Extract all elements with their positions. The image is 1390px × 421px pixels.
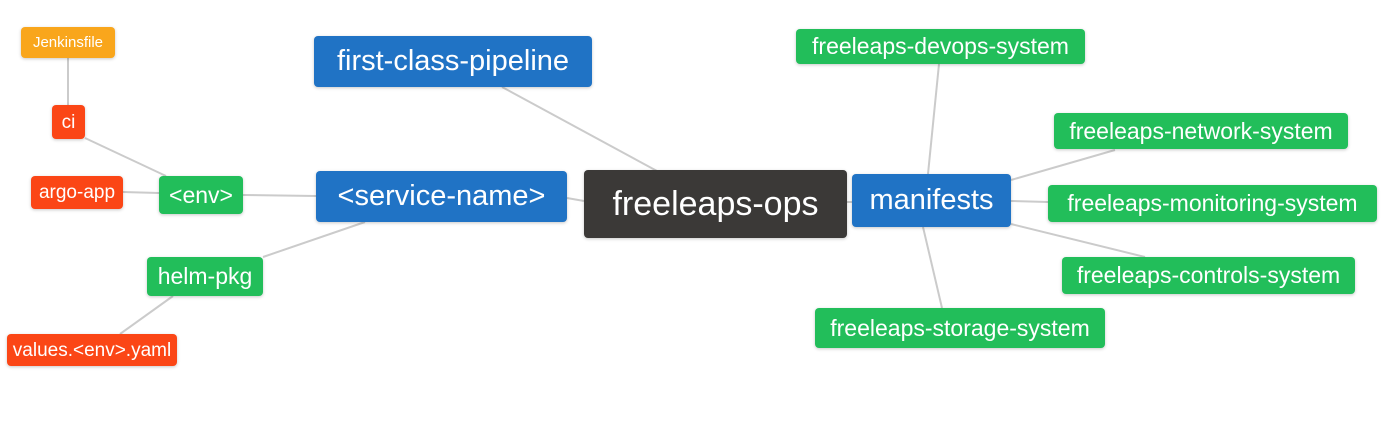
edge-service-name-env <box>242 194 317 197</box>
node-service-name[interactable]: <service-name> <box>316 171 567 222</box>
edge-manifests-network <box>1010 149 1116 181</box>
node-storage-system[interactable]: freeleaps-storage-system <box>815 308 1105 348</box>
edge-manifests-monitoring <box>1010 200 1049 203</box>
node-freeleaps-ops-root[interactable]: freeleaps-ops <box>584 170 847 238</box>
node-values-env-yaml[interactable]: values.<env>.yaml <box>7 334 177 366</box>
edge-manifests-devops <box>927 63 940 175</box>
node-jenkinsfile[interactable]: Jenkinsfile <box>21 27 115 58</box>
edge-env-argo-app <box>122 191 160 194</box>
edge-env-ci <box>84 137 167 177</box>
node-argo-app[interactable]: argo-app <box>31 176 123 209</box>
node-controls-system[interactable]: freeleaps-controls-system <box>1062 257 1355 294</box>
edge-manifests-storage <box>922 226 943 309</box>
node-first-class-pipeline[interactable]: first-class-pipeline <box>314 36 592 87</box>
edge-ops-service-name <box>566 197 585 202</box>
node-manifests[interactable]: manifests <box>852 174 1011 227</box>
node-devops-system[interactable]: freeleaps-devops-system <box>796 29 1085 64</box>
node-network-system[interactable]: freeleaps-network-system <box>1054 113 1348 149</box>
edge-ops-pipeline <box>501 86 658 172</box>
node-monitoring-system[interactable]: freeleaps-monitoring-system <box>1048 185 1377 222</box>
node-env[interactable]: <env> <box>159 176 243 214</box>
edge-service-name-helm-pkg <box>262 221 366 258</box>
edge-manifests-controls <box>1010 223 1146 258</box>
node-ci[interactable]: ci <box>52 105 85 139</box>
node-helm-pkg[interactable]: helm-pkg <box>147 257 263 296</box>
edge-helm-pkg-values <box>119 295 174 335</box>
